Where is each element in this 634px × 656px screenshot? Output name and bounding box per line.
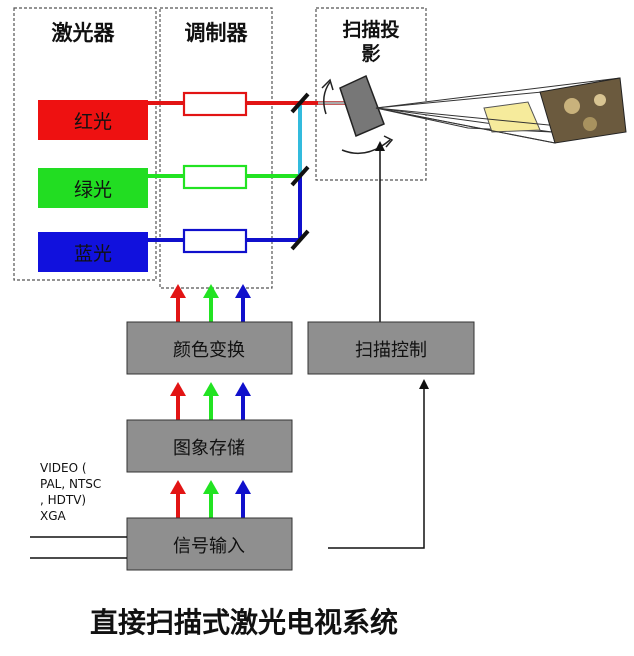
- scan-rotation-arrow-bottom: [383, 135, 394, 148]
- scanning-mirror: [339, 74, 385, 138]
- color-transform-label: 颜色变换: [173, 340, 245, 361]
- scan-projection-group-box: [315, 7, 427, 181]
- green-arrow-head-to-color-transform: [203, 382, 219, 396]
- mirror-green: [290, 165, 310, 187]
- diagram-caption: 直接扫描式激光电视系统: [90, 606, 398, 639]
- red-arrow-head-to-color-transform: [170, 382, 186, 396]
- mirror-red: [290, 92, 310, 114]
- red-laser-label: 红光: [74, 111, 112, 133]
- red-arrow-head-to-modulator: [170, 284, 186, 298]
- green-laser-label: 绿光: [74, 179, 112, 201]
- image-storage-label: 图象存储: [173, 438, 245, 459]
- projection-ray-1: [375, 77, 621, 109]
- projected-image-highlight-1: [564, 98, 580, 114]
- green-modulator: [182, 164, 248, 190]
- signal-input-label: 信号输入: [173, 536, 245, 557]
- red-arrow-head-to-image-storage: [170, 480, 186, 494]
- mirror-blue: [290, 229, 310, 251]
- modulator-group-label: 调制器: [185, 21, 249, 45]
- projected-image-highlight-3: [583, 117, 597, 131]
- video-input-text-line2: PAL, NTSC: [40, 477, 101, 491]
- laser-group-label: 激光器: [52, 21, 116, 45]
- scan-group-label-line1: 扫描投: [342, 18, 399, 41]
- red-modulator: [182, 91, 248, 117]
- green-arrow-head-to-modulator: [203, 284, 219, 298]
- green-arrow-head-to-image-storage: [203, 480, 219, 494]
- projected-image: [539, 77, 627, 144]
- video-input-text-line4: XGA: [40, 509, 67, 523]
- video-input-text-line1: VIDEO (: [40, 461, 87, 475]
- red-laser: [38, 100, 148, 140]
- scan-rotation-arc-bottom: [341, 139, 391, 155]
- green-laser: [38, 168, 148, 208]
- blue-modulator: [182, 228, 248, 254]
- color-transform-block: [126, 321, 293, 375]
- blue-arrow-head-to-image-storage: [235, 480, 251, 494]
- scan-control-block: [307, 321, 475, 375]
- modulator-group-box: [159, 7, 273, 289]
- blue-arrow-head-to-color-transform: [235, 382, 251, 396]
- image-storage-block: [126, 419, 293, 473]
- projection-ray-3: [375, 107, 556, 144]
- scan-control-label: 扫描控制: [355, 340, 427, 361]
- signal-to-scan-control-line: [328, 379, 429, 549]
- projection-beam-highlight: [483, 101, 541, 133]
- projected-image-highlight-2: [594, 94, 606, 106]
- blue-laser-label: 蓝光: [74, 243, 112, 265]
- blue-arrow-head-to-modulator: [235, 284, 251, 298]
- blue-laser: [38, 232, 148, 272]
- signal-input-block: [126, 517, 293, 571]
- scan-group-label-line2: 影: [361, 43, 380, 65]
- scan-rotation-arc-top: [323, 81, 331, 115]
- laser-group-box: [13, 7, 157, 281]
- scan-rotation-arrow-top: [321, 78, 334, 91]
- video-input-text-line3: , HDTV): [40, 493, 86, 507]
